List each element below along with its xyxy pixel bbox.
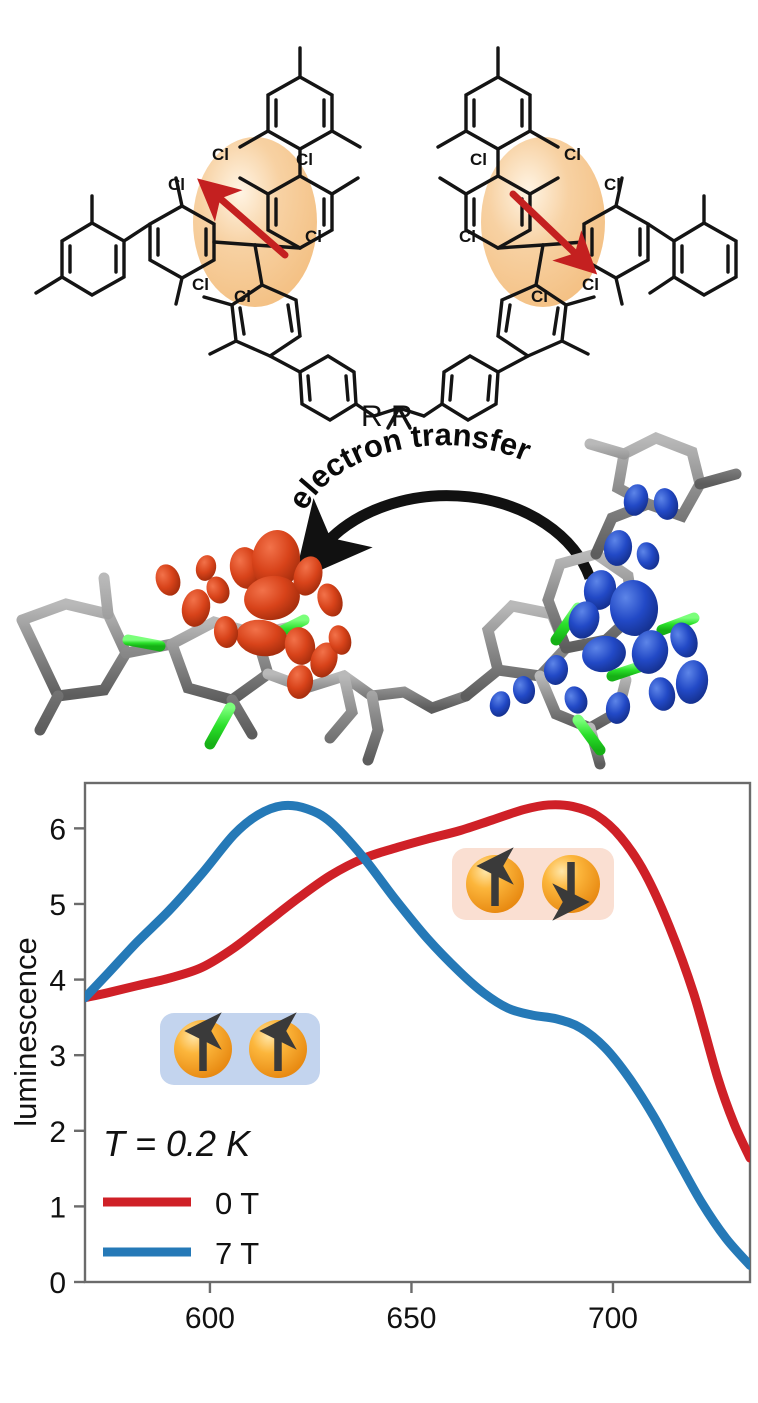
y-axis-ticks: 0 1 2 3 4 5 6 bbox=[49, 813, 85, 1300]
cl-label: Cl bbox=[305, 227, 322, 246]
cl-label: Cl bbox=[564, 145, 581, 164]
cl-label: Cl bbox=[234, 287, 251, 306]
data-series-group bbox=[85, 800, 750, 1270]
spin-arrow-left bbox=[197, 178, 289, 259]
legend-label: 7 T bbox=[215, 1236, 259, 1271]
cl-label: Cl bbox=[212, 145, 229, 164]
r-substituent-label: R R bbox=[361, 400, 413, 430]
series-line-7-t bbox=[85, 800, 750, 1270]
singlet-spin-pair-annotation bbox=[452, 847, 614, 921]
cl-label: Cl bbox=[459, 227, 476, 246]
cl-label: Cl bbox=[168, 175, 185, 194]
cl-label: Cl bbox=[192, 275, 209, 294]
spin-arrow-right bbox=[509, 190, 598, 275]
molecular-structure-panel: Cl Cl Cl Cl Cl Cl Cl Cl Cl Cl Cl Cl R R bbox=[0, 0, 758, 430]
electron-transfer-arrow bbox=[293, 490, 596, 582]
x-tick-label: 700 bbox=[588, 1302, 638, 1330]
cl-label: Cl bbox=[582, 275, 599, 294]
y-tick-label: 1 bbox=[49, 1191, 66, 1224]
chart-legend: 0 T7 T bbox=[103, 1186, 259, 1271]
y-axis-title: luminescence bbox=[8, 937, 43, 1127]
spin-density-orbitals-panel: electron transfer bbox=[0, 408, 758, 778]
y-tick-label: 6 bbox=[49, 813, 66, 846]
x-tick-label: 650 bbox=[386, 1302, 436, 1330]
spin-density-lobes-negative bbox=[489, 484, 709, 724]
bond-network bbox=[34, 46, 738, 430]
orbitals-svg: electron transfer bbox=[16, 417, 742, 770]
y-tick-label: 0 bbox=[49, 1267, 66, 1300]
cl-label: Cl bbox=[470, 150, 487, 169]
temperature-annotation: T = 0.2 K bbox=[103, 1123, 252, 1164]
spin-density-lobes-positive bbox=[155, 530, 352, 699]
triplet-spin-pair-annotation bbox=[160, 1012, 320, 1085]
cl-label: Cl bbox=[296, 150, 313, 169]
structure-svg: Cl Cl Cl Cl Cl Cl Cl Cl Cl Cl Cl Cl R R bbox=[34, 46, 738, 430]
legend-label: 0 T bbox=[215, 1186, 259, 1221]
x-tick-label: 600 bbox=[185, 1302, 235, 1330]
y-tick-label: 5 bbox=[49, 889, 66, 922]
x-axis-ticks: 600 650 700 bbox=[185, 1282, 638, 1330]
series-line-0-t bbox=[85, 800, 750, 1163]
y-tick-label: 3 bbox=[49, 1040, 66, 1073]
y-tick-label: 4 bbox=[49, 965, 66, 998]
cl-label: Cl bbox=[531, 287, 548, 306]
chlorine-labels: Cl Cl Cl Cl Cl Cl Cl Cl Cl Cl Cl Cl bbox=[168, 145, 621, 306]
cl-label: Cl bbox=[604, 175, 621, 194]
y-tick-label: 2 bbox=[49, 1116, 66, 1149]
